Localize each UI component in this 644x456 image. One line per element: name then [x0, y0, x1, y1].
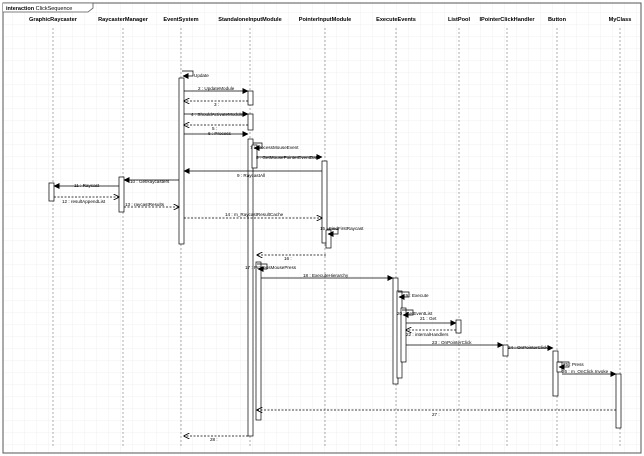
- activation-bar: [325, 229, 332, 249]
- message-label: 14 : m_RaycastResultCache: [225, 212, 284, 217]
- message-9: 9 : RaycastAll: [183, 168, 322, 178]
- message-27: 27 :: [257, 410, 616, 417]
- self-message-arrow: [402, 309, 414, 318]
- message-label: 10 : GetRaycasters: [130, 179, 170, 184]
- message-12: 12 : resultAppendList: [54, 197, 119, 204]
- message-label: 23 : OnPointerClick: [432, 340, 472, 345]
- participant-execute-events: ExecuteEvents: [376, 17, 416, 23]
- message-8: 8 : GetMousePointerEventData: [256, 154, 323, 160]
- activation-bar: [178, 77, 185, 245]
- participant-pointer-input-module: PointerInputModule: [299, 17, 352, 23]
- activation-bar: [48, 182, 55, 202]
- message-label: 11 : Raycast: [74, 183, 100, 188]
- message-2: 2 : UpdateModule: [184, 86, 249, 94]
- activation-bar: [615, 373, 622, 429]
- message-4: 4 : ShouldActivateModule: [184, 111, 249, 117]
- message-28: 28 :: [184, 436, 248, 442]
- message-6: 6 : Process: [184, 131, 249, 137]
- message-21: 21 : Get: [406, 316, 457, 326]
- activation-bar: [247, 113, 254, 131]
- activation-bar: [255, 261, 262, 421]
- message-1: Update: [182, 70, 209, 79]
- message-label: 17 : ProcessMousePress: [245, 265, 297, 270]
- message-label: 7 : ProcessMouseEvent: [250, 145, 299, 150]
- message-20: 20 : GetEventList: [397, 309, 433, 318]
- self-message-arrow: [398, 291, 410, 300]
- self-message-arrow: [253, 142, 263, 151]
- participant-button: Button: [548, 17, 567, 23]
- frame-tab: [3, 2, 94, 13]
- message-18: 18 : ExecuteHierarchy: [261, 273, 394, 281]
- message-label: 8 : GetMousePointerEventData: [256, 155, 320, 160]
- message-24: 24 : OnPointerClick: [508, 345, 554, 351]
- participant-event-system: EventSystem: [163, 17, 198, 23]
- message-14: 14 : m_RaycastResultCache: [184, 212, 322, 218]
- message-label: 2 : UpdateModule: [198, 86, 235, 91]
- activation-bar: [552, 350, 559, 397]
- message-label: 20 : GetEventList: [397, 311, 433, 316]
- message-label: 18 : ExecuteHierarchy: [303, 273, 349, 278]
- message-label: 19 : Execute: [403, 293, 429, 298]
- message-label: 15 : FindFirstRaycast: [320, 226, 364, 231]
- message-label: 16 :: [284, 256, 292, 261]
- message-16: 16 :: [257, 255, 326, 261]
- message-label: 5 :: [212, 126, 217, 131]
- self-message-arrow: [257, 263, 268, 272]
- message-22: 22 : internalHandlers: [406, 330, 456, 337]
- activation-bar: [502, 344, 509, 357]
- self-message-arrow: [182, 70, 194, 79]
- message-3: 3 :: [184, 101, 248, 107]
- message-25: 25 : Press: [558, 361, 584, 370]
- message-26: 26 : m_OnClick.Invoke: [562, 369, 617, 377]
- frame-title: interaction ClickSequence: [6, 6, 72, 12]
- self-message-arrow: [558, 361, 570, 370]
- activation-bar: [455, 319, 462, 334]
- message-label: 6 : Process: [208, 131, 232, 136]
- message-label: 28 :: [210, 437, 218, 442]
- message-label: 27 :: [432, 412, 440, 417]
- participant-ipointer-click-handler: IPointerClickHandler: [479, 17, 535, 23]
- message-label: 24 : OnPointerClick: [508, 345, 548, 350]
- message-13: 13 : raycastResults: [124, 202, 179, 207]
- message-7: 7 : ProcessMouseEvent: [250, 142, 299, 151]
- activation-bar: [118, 176, 125, 213]
- message-15: 15 : FindFirstRaycast: [320, 226, 364, 237]
- message-label: Update: [194, 73, 209, 78]
- participant-standalone-input-module: StandaloneInputModule: [218, 17, 281, 23]
- activation-bar: [400, 307, 407, 363]
- activation-bar: [247, 90, 254, 106]
- self-message-arrow: [327, 228, 339, 237]
- activation-bar: [247, 138, 254, 437]
- message-label: 4 : ShouldActivateModule: [191, 112, 244, 117]
- participant-list-pool: ListPool: [448, 17, 471, 23]
- message-label: 22 : internalHandlers: [406, 332, 449, 337]
- message-label: 12 : resultAppendList: [62, 199, 106, 204]
- message-label: 26 : m_OnClick.Invoke: [562, 369, 609, 374]
- message-11: 11 : Raycast: [53, 183, 119, 189]
- message-10: 10 : GetRaycasters: [123, 177, 179, 184]
- message-label: 21 : Get: [420, 316, 437, 321]
- message-17: 17 : ProcessMousePress: [245, 263, 297, 272]
- message-label: 13 : raycastResults: [125, 202, 165, 207]
- participant-raycaster-manager: RaycasterManager: [98, 17, 149, 23]
- message-label: 25 : Press: [563, 362, 584, 367]
- participant-my-class: MyClass: [609, 17, 632, 23]
- message-5: 5 :: [184, 125, 248, 131]
- participant-graphic-raycaster: GraphicRaycaster: [29, 17, 78, 23]
- activation-bar: [321, 160, 328, 244]
- message-label: 3 :: [214, 102, 219, 107]
- message-label: 9 : RaycastAll: [237, 173, 265, 178]
- message-19: 19 : Execute: [398, 291, 429, 300]
- message-23: 23 : OnPointerClick: [406, 340, 504, 348]
